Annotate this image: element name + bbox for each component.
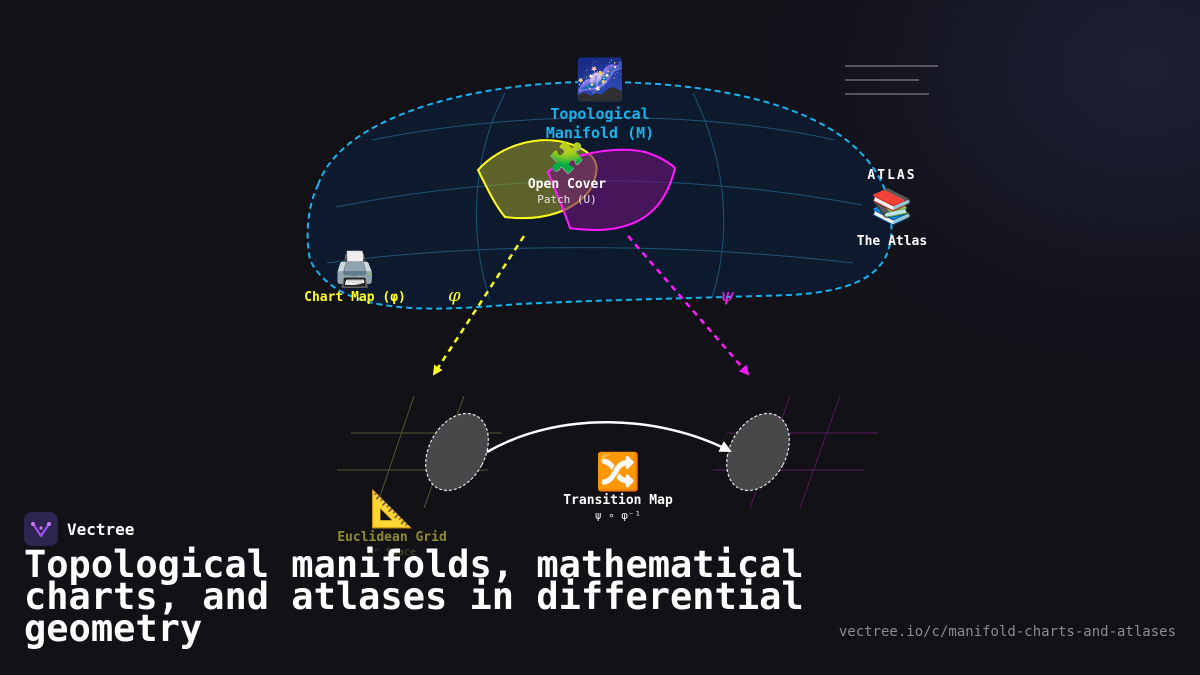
atlas-label: The Atlas <box>856 234 928 249</box>
chart-image-right <box>726 412 790 492</box>
psi-symbol: ψ <box>720 285 735 306</box>
triangular-ruler-icon: 📐 <box>369 489 415 530</box>
open-cover-title: Open Cover <box>527 177 607 192</box>
puzzle-icon: 🧩 <box>548 141 586 176</box>
source-url: vectree.io/c/manifold-charts-and-atlases <box>838 624 1176 640</box>
phi-symbol: φ <box>448 285 461 306</box>
galaxy-icon: 🌌 <box>575 57 625 103</box>
chart-map-label: Chart Map (φ) <box>304 290 406 305</box>
vectree-logo-icon <box>24 512 58 546</box>
shuffle-icon: 🔀 <box>595 452 641 493</box>
manifold-grid <box>326 92 863 301</box>
brand: Vectree <box>24 512 134 546</box>
open-cover-subtitle: Patch (U) <box>537 193 597 206</box>
manifold-title: Topological Manifold (M) <box>545 105 655 142</box>
transition-arrow <box>486 421 732 454</box>
page-title: Topological manifolds, mathematical char… <box>24 543 804 650</box>
decorative-lines <box>845 65 938 95</box>
brand-name: Vectree <box>67 519 135 539</box>
euclidean-grid-subtitle: Rⁿ Space <box>367 547 417 558</box>
books-icon: 📚 <box>870 187 914 227</box>
patch-v-magenta <box>546 148 677 232</box>
chart-arrow-psi <box>627 235 750 376</box>
transition-map-label: Transition Map <box>563 493 673 508</box>
chart-image-left <box>425 412 489 492</box>
chart-arrow-phi <box>432 235 526 376</box>
euclidean-grid-label: Euclidean Grid <box>337 530 447 545</box>
atlas-heading: ATLAS <box>867 168 917 183</box>
printer-icon: 🖨️ <box>333 250 377 290</box>
transition-map-formula: ψ ∘ φ⁻¹ <box>594 509 642 522</box>
